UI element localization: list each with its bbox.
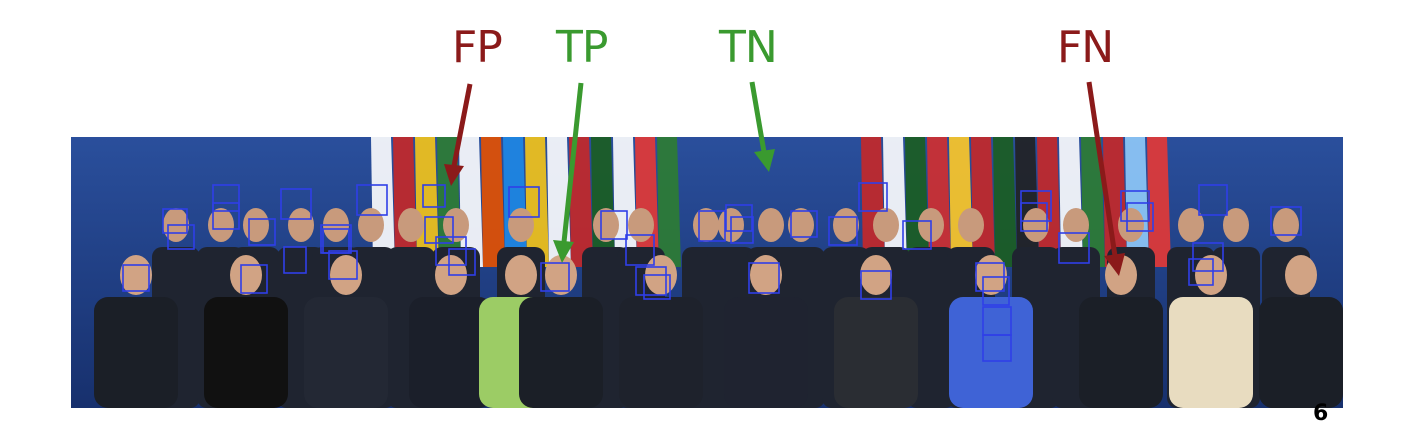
flag xyxy=(657,137,681,267)
person-head xyxy=(358,208,384,242)
detection-box xyxy=(600,210,628,240)
detection-box xyxy=(248,218,276,246)
detection-box xyxy=(730,216,754,244)
person-head xyxy=(1118,208,1144,242)
detection-box xyxy=(698,210,726,242)
detection-box xyxy=(448,248,476,276)
flag xyxy=(1147,137,1171,267)
person-body xyxy=(907,247,955,408)
group-photo-illustration xyxy=(71,137,1343,408)
person-head xyxy=(1285,255,1317,295)
detection-box xyxy=(508,186,540,218)
fn-label: FN xyxy=(1057,22,1114,73)
detection-box xyxy=(322,228,350,254)
detection-box xyxy=(240,264,268,294)
person-body xyxy=(724,297,808,408)
detection-box xyxy=(283,246,307,274)
detection-box xyxy=(356,184,388,216)
person-head xyxy=(208,208,234,242)
tn-label: TN xyxy=(719,22,778,73)
person-head xyxy=(593,208,619,242)
person-body xyxy=(949,297,1033,408)
detection-box xyxy=(1188,258,1214,286)
person-head xyxy=(1273,208,1299,242)
person-body xyxy=(94,297,178,408)
detection-box xyxy=(435,236,467,266)
person-head xyxy=(508,208,534,242)
person-head xyxy=(398,208,424,242)
person-head xyxy=(750,255,782,295)
person-head xyxy=(330,255,362,295)
detection-box xyxy=(625,234,655,266)
person-head xyxy=(958,208,984,242)
detection-box xyxy=(1198,184,1228,216)
person-head xyxy=(545,255,577,295)
person-head xyxy=(833,208,859,242)
person-head xyxy=(1063,208,1089,242)
page-number: 6 xyxy=(1313,401,1329,426)
person-body xyxy=(304,297,388,408)
detection-box xyxy=(167,224,195,250)
detection-box xyxy=(643,274,671,300)
detection-box xyxy=(328,250,358,280)
person-head xyxy=(758,208,784,242)
person-head xyxy=(505,255,537,295)
person-head xyxy=(1195,255,1227,295)
flag xyxy=(993,137,1017,267)
detection-box xyxy=(424,216,454,244)
detection-box xyxy=(860,270,892,300)
detection-box xyxy=(540,262,570,292)
person-head xyxy=(873,208,899,242)
detection-box xyxy=(858,182,888,212)
person-body xyxy=(1169,297,1253,408)
person-body xyxy=(1079,297,1163,408)
person-body xyxy=(619,297,703,408)
detection-box xyxy=(902,220,932,250)
person-head xyxy=(860,255,892,295)
detection-box xyxy=(212,202,240,230)
person-head xyxy=(120,255,152,295)
person-head xyxy=(1023,208,1049,242)
person-head xyxy=(230,255,262,295)
detection-box xyxy=(790,210,818,238)
detection-box xyxy=(1120,190,1150,222)
detection-box xyxy=(162,208,188,234)
person-body xyxy=(1259,297,1343,408)
people-group xyxy=(94,208,1343,408)
detection-box xyxy=(635,266,667,296)
person-head xyxy=(628,208,654,242)
detection-box xyxy=(1192,242,1224,272)
person-head xyxy=(288,208,314,242)
detection-box xyxy=(1020,202,1048,232)
person-head xyxy=(788,208,814,242)
person-head xyxy=(1178,208,1204,242)
detection-box xyxy=(280,188,312,220)
fp-label: FP xyxy=(452,22,503,73)
group-photo xyxy=(71,137,1343,408)
detection-box xyxy=(748,262,780,294)
person-body xyxy=(834,297,918,408)
tp-label: TP xyxy=(556,22,608,73)
flag xyxy=(547,137,571,267)
detection-box xyxy=(982,334,1012,362)
person-head xyxy=(693,208,719,242)
detection-box xyxy=(122,264,150,292)
detection-box xyxy=(422,184,446,208)
detection-box xyxy=(1126,202,1154,232)
detection-boxes xyxy=(122,182,1302,362)
person-head xyxy=(975,255,1007,295)
person-head xyxy=(243,208,269,242)
detection-box xyxy=(212,184,240,212)
detection-box xyxy=(1270,206,1302,236)
person-head xyxy=(1223,208,1249,242)
detection-box xyxy=(828,216,858,246)
person-body xyxy=(204,297,288,408)
person-head xyxy=(1105,255,1137,295)
detection-box xyxy=(982,276,1010,306)
person-body xyxy=(409,297,493,408)
flag xyxy=(481,137,505,267)
person-body xyxy=(519,297,603,408)
detection-box xyxy=(725,204,753,232)
